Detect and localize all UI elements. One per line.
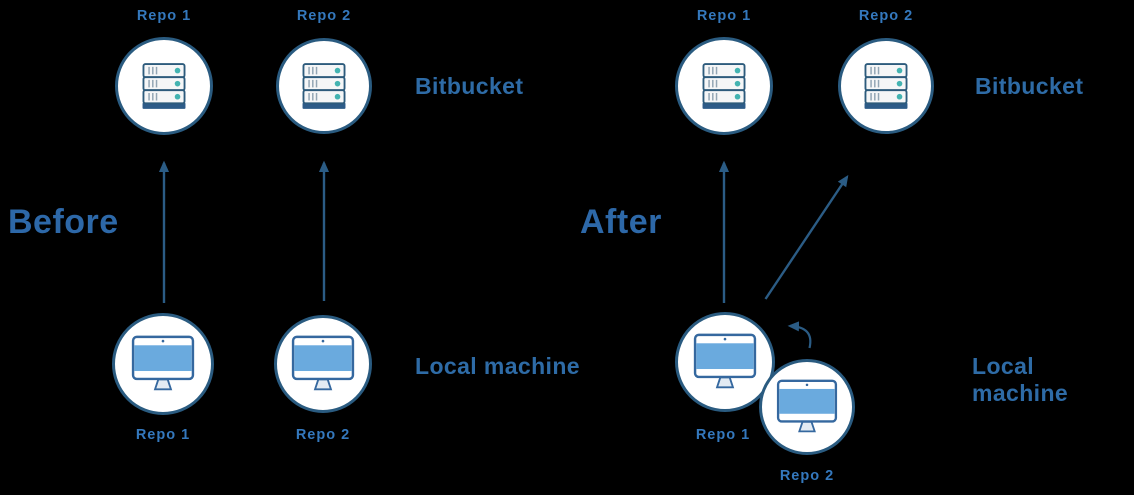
desktop-monitor-icon — [291, 335, 355, 391]
after-merge-curved-arrow — [787, 321, 812, 349]
before-local-label: Local machine — [415, 353, 580, 379]
after-local-label: Local machine — [972, 353, 1069, 406]
before-bitbucket-label: Bitbucket — [415, 73, 524, 99]
before-local-repo2-node — [274, 315, 372, 413]
after-local-repo2-node — [759, 359, 855, 455]
before-local-repo1-label: Repo 1 — [135, 427, 191, 443]
after-bitbucket-repo1-label: Repo 1 — [696, 8, 752, 24]
after-bitbucket-repo2-label: Repo 2 — [858, 8, 914, 24]
before-bitbucket-repo2-node — [276, 38, 372, 134]
before-local-repo1-node — [112, 313, 214, 415]
desktop-monitor-icon — [131, 335, 195, 391]
server-icon — [302, 63, 346, 109]
server-icon — [702, 63, 746, 109]
after-title: After — [580, 203, 662, 241]
after-bitbucket-label: Bitbucket — [975, 73, 1084, 99]
after-bitbucket-repo1-node — [675, 37, 773, 135]
desktop-monitor-icon — [693, 333, 757, 389]
after-local-repo2-label: Repo 2 — [779, 468, 835, 484]
server-icon — [142, 63, 186, 109]
after-push-arrow-repo2 — [764, 175, 849, 300]
before-bitbucket-repo1-node — [115, 37, 213, 135]
before-bitbucket-repo2-label: Repo 2 — [296, 8, 352, 24]
after-local-repo1-node — [675, 312, 775, 412]
desktop-monitor-icon — [776, 379, 838, 433]
after-local-repo1-label: Repo 1 — [695, 427, 751, 443]
before-bitbucket-repo1-label: Repo 1 — [136, 8, 192, 24]
before-local-repo2-label: Repo 2 — [295, 427, 351, 443]
before-title: Before — [8, 203, 119, 241]
after-bitbucket-repo2-node — [838, 38, 934, 134]
server-icon — [864, 63, 908, 109]
